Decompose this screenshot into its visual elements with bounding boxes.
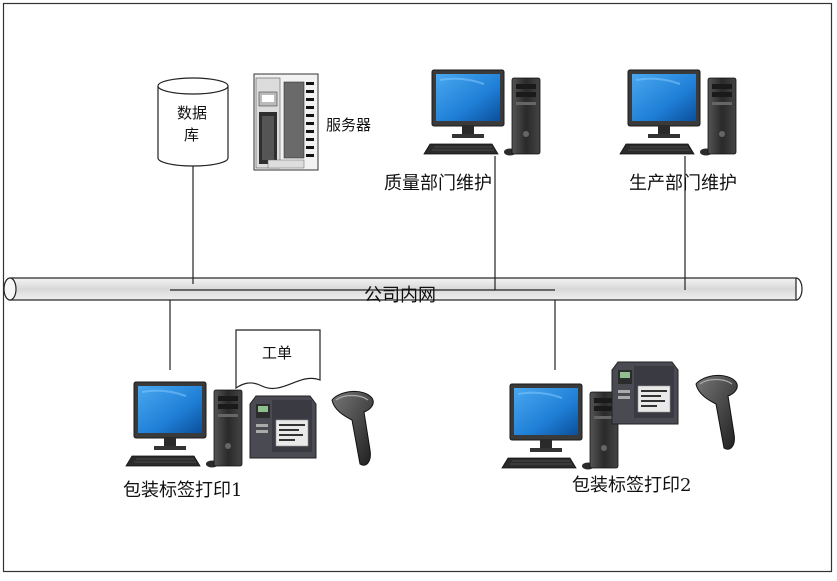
desktop-computer-icon — [125, 381, 243, 469]
barcode-scanner-icon — [331, 390, 374, 466]
pack1-label: 包装标签打印1 — [123, 480, 243, 501]
document-icon — [235, 329, 321, 390]
database-label-line2: 库 — [184, 126, 200, 144]
quality-label: 质量部门维护 — [384, 173, 492, 194]
server-rack-icon — [253, 73, 319, 171]
network-label: 公司内网 — [364, 285, 436, 306]
pack2-label: 包装标签打印2 — [572, 475, 692, 496]
desktop-computer-icon — [501, 383, 619, 471]
desktop-computer-icon — [619, 69, 737, 157]
workorder-label: 工单 — [262, 344, 293, 362]
line-packstations — [169, 289, 556, 370]
database-cylinder-icon — [157, 77, 229, 167]
barcode-scanner-icon — [695, 374, 738, 450]
server-label: 服务器 — [326, 116, 372, 134]
label-printer-icon — [611, 361, 679, 425]
database-label-line1: 数据 — [177, 104, 208, 122]
network-pipe — [3, 277, 803, 301]
desktop-computer-icon — [423, 69, 541, 157]
production-label: 生产部门维护 — [629, 173, 737, 194]
label-printer-icon — [249, 395, 317, 459]
